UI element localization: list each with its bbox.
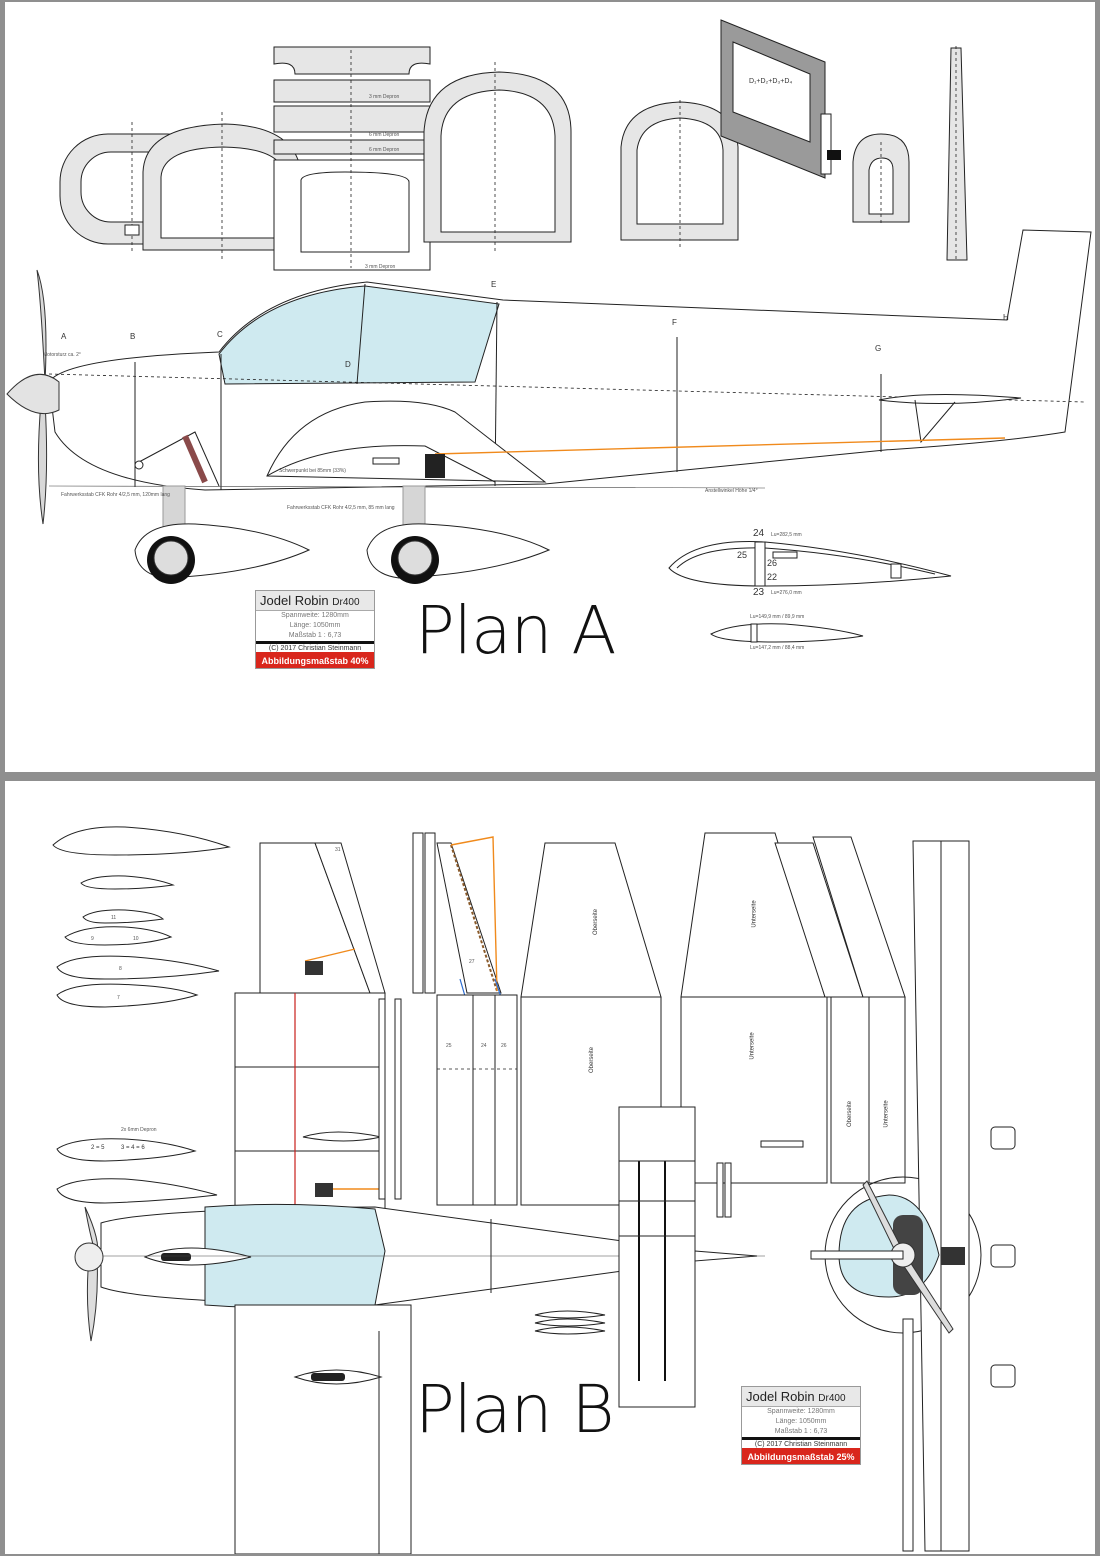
plan-b-drawing: [52, 826, 1016, 1554]
former-e: [423, 62, 572, 252]
plan-b-title: Plan B: [415, 1371, 615, 1448]
label-rib-8: 8: [119, 966, 122, 972]
former-d-stack: [273, 46, 431, 271]
section-c-label: C: [217, 330, 223, 339]
airfoil-top-length: Lu=282,5 mm: [771, 532, 802, 538]
wing-airfoil-small: [710, 623, 864, 643]
front-view: [810, 840, 1016, 1552]
label-oberseite-3: Oberseite: [847, 1100, 854, 1128]
note-depron-3: 3 mm Depron: [369, 94, 400, 100]
titleblock-a-length: Länge: 1050mm: [289, 622, 341, 629]
titleblock-b: Jodel Robin Dr400 Spannweite: 1280mm Län…: [741, 1386, 861, 1465]
label-part-31: 31: [335, 847, 341, 853]
rib-26-label: 26: [767, 558, 778, 568]
titleblock-b-print-scale: Abbildungsmaßstab 25%: [742, 1448, 860, 1464]
rib-24-label: 24: [753, 528, 765, 539]
titleblock-b-scale: Maßstab 1 : 6,73: [774, 1428, 828, 1435]
wing-airfoil-large: [668, 541, 952, 587]
titleblock-a-copyright: (C) 2017 Christian Steinmann: [256, 641, 374, 652]
fuselage-top-view: [100, 1203, 765, 1309]
label-rib-10: 10: [133, 936, 139, 942]
section-f-label: F: [672, 318, 677, 327]
titleblock-a-print-scale: Abbildungsmaßstab 40%: [256, 652, 374, 668]
stabilizer-top: [618, 1106, 732, 1408]
note-gear-main: Fahrwerksstab CFK Rohr 4/2,5 mm, 85 mm l…: [287, 505, 395, 511]
label-rib-11: 11: [111, 915, 117, 921]
former-g: [852, 133, 910, 226]
former-f: [620, 100, 739, 247]
rib-22-label: 22: [767, 572, 778, 582]
wing-panel-left: [234, 842, 402, 1212]
note-cg: Schwerpunkt bei 85mm (33%): [279, 468, 346, 474]
titleblock-a-span: Spannweite: 1280mm: [281, 612, 349, 619]
label-rib-9: 9: [91, 936, 94, 942]
mini-airfoils: [534, 1310, 606, 1335]
section-g-label: G: [875, 344, 882, 353]
label-oberseite-2: Oberseite: [589, 1046, 596, 1074]
label-rib-7: 7: [117, 995, 120, 1001]
label-unterseite-3: Unterseite: [883, 1100, 890, 1128]
landing-gear: [134, 485, 551, 584]
label-part-27: 27: [469, 959, 475, 965]
label-unterseite-1: Unterseite: [751, 900, 758, 928]
note-gear-front: Fahrwerksstab CFK Rohr 4/2,5 mm, 120mm l…: [61, 492, 170, 498]
section-b-label: B: [130, 332, 136, 341]
plan-a-title: Plan A: [415, 592, 617, 669]
tail-spar-h: [946, 46, 968, 262]
section-d-label: D: [345, 360, 351, 369]
label-unterseite-2: Unterseite: [749, 1032, 756, 1060]
titleblock-b-title: Jodel Robin Dr400: [742, 1387, 860, 1407]
note-depron-6a: 6 mm Depron: [369, 132, 400, 138]
section-h-label: H: [1003, 313, 1009, 322]
note-depron: 2x 6mm Depron: [121, 1127, 157, 1133]
door-frame: [720, 19, 841, 179]
wing-panel-lower: [234, 1304, 412, 1554]
small-airfoil-bottom: Lu=147,2 mm / 88,4 mm: [750, 645, 805, 651]
titleblock-a-scale: Maßstab 1 : 6,73: [288, 632, 342, 639]
plan-b-sheet: Oberseite Oberseite Unterseite Unterseit…: [5, 781, 1095, 1554]
note-incidence: Anstellwinkel Höhe 1/4°: [705, 488, 758, 494]
titleblock-a-title: Jodel Robin Dr400: [256, 591, 374, 611]
rib-25-label: 25: [737, 550, 748, 560]
fuselage-side-view: [48, 229, 1092, 491]
propeller-side: [6, 269, 60, 525]
airfoil-bottom-length: Lu=276,0 mm: [771, 590, 802, 596]
plan-a-sheet: A B C D E F G H Motorsturz ca. 2° Fahrwe…: [5, 2, 1095, 772]
label-oberseite-1: Oberseite: [593, 908, 600, 936]
note-depron-6b: 6 mm Depron: [369, 147, 400, 153]
note-depron-3b: 3 mm Depron: [365, 264, 396, 270]
label-ribs-2-5: 2 = 5: [91, 1145, 105, 1151]
section-e-label: E: [491, 280, 497, 289]
plan-a-drawing: [6, 19, 1092, 643]
aileron-parts: [412, 832, 518, 1206]
small-airfoil-top: Lu=149,9 mm / 89,9 mm: [750, 614, 805, 620]
titleblock-a: Jodel Robin Dr400 Spannweite: 1280mm Län…: [255, 590, 375, 669]
section-a-label: A: [61, 332, 67, 341]
former-c: [142, 112, 302, 262]
rib-23-label: 23: [753, 587, 765, 598]
label-part-26: 26: [501, 1043, 507, 1049]
titleblock-b-copyright: (C) 2017 Christian Steinmann: [742, 1437, 860, 1448]
label-part-25: 25: [446, 1043, 452, 1049]
door-formula: D₁+D₂+D₃+D₄: [749, 78, 793, 85]
propeller-top: [74, 1206, 104, 1342]
note-motor: Motorsturz ca. 2°: [43, 352, 81, 358]
titleblock-b-span: Spannweite: 1280mm: [767, 1408, 835, 1415]
upper-panels: [520, 832, 906, 1206]
titleblock-b-length: Länge: 1050mm: [775, 1418, 827, 1425]
label-part-24: 24: [481, 1043, 487, 1049]
rib-templates: [52, 826, 231, 1204]
label-ribs-3-4: 3 = 4 = 6: [121, 1145, 145, 1151]
